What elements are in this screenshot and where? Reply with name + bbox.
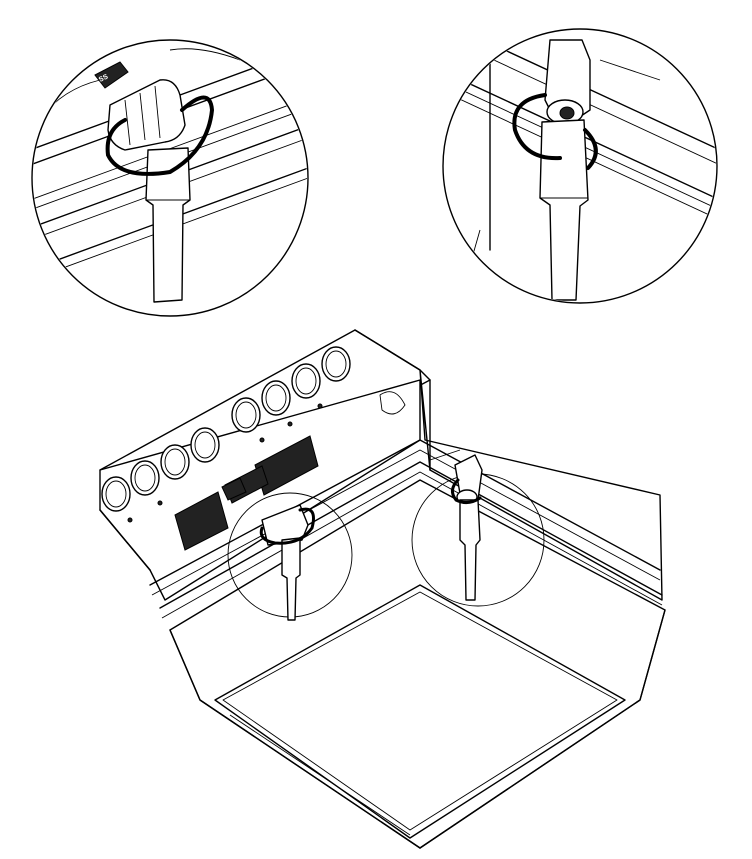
left-latch-detail: SS [31, 39, 309, 317]
left-latch [221, 477, 353, 621]
right-latch-detail [442, 28, 718, 304]
svg-text:SS: SS [98, 73, 110, 83]
front-knockouts [101, 346, 351, 523]
right-latch [411, 449, 545, 607]
enclosure-body [99, 329, 666, 849]
